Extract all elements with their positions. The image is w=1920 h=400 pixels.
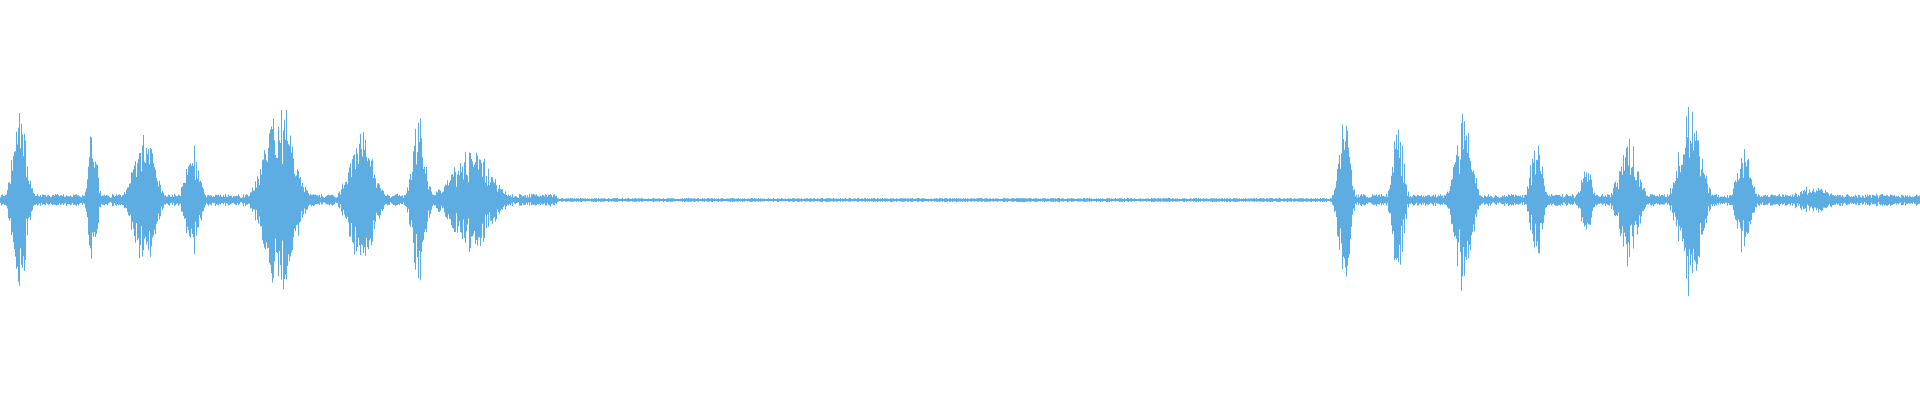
- waveform-samples: [0, 106, 1920, 297]
